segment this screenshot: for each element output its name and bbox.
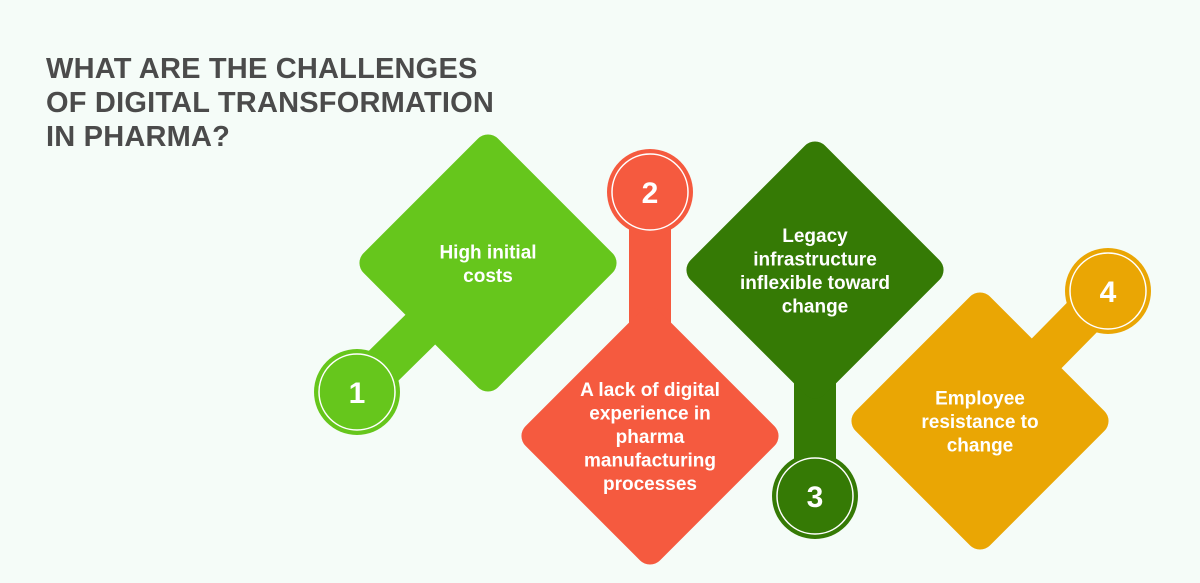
challenge-label-line: change (947, 436, 1014, 457)
challenge-label-line: costs (463, 266, 513, 287)
page-title: WHAT ARE THE CHALLENGES OF DIGITAL TRANS… (46, 52, 494, 154)
number-badge (607, 149, 693, 235)
title-line: OF DIGITAL TRANSFORMATION (46, 87, 495, 119)
challenge-label-line: inflexible toward (740, 273, 890, 294)
step-number: 1 (349, 377, 366, 410)
step-number: 2 (642, 177, 659, 210)
title-line: IN PHARMA? (46, 121, 231, 153)
number-badge (314, 349, 400, 435)
title-line: WHAT ARE THE CHALLENGES (46, 53, 478, 85)
step-number: 4 (1100, 276, 1117, 309)
badge-ring (776, 457, 854, 535)
number-badge (772, 453, 858, 539)
challenge-label-line: manufacturing (584, 451, 716, 472)
challenge-label-line: change (782, 296, 849, 317)
number-badge (1065, 248, 1151, 334)
challenge-label-line: A lack of digital (580, 380, 720, 401)
challenge-label-line: Employee (935, 389, 1025, 410)
challenge-label-line: infrastructure (753, 249, 877, 270)
challenge-label-line: pharma (616, 427, 685, 448)
diamond-shape (359, 134, 617, 392)
challenge-label-line: High initial (439, 242, 536, 263)
challenge-label-line: resistance to (921, 412, 1038, 433)
badge-ring (1069, 252, 1147, 330)
diamond-shape (521, 307, 779, 565)
diamond-shape (851, 292, 1109, 550)
challenge-label-line: experience in (589, 404, 710, 425)
badge-ring (611, 153, 689, 231)
badge-ring (318, 353, 396, 431)
challenge-label-line: processes (603, 474, 697, 495)
challenge-label-line: Legacy (782, 226, 848, 247)
step-number: 3 (807, 481, 824, 514)
challenge-item-1: 1 High initial costs (314, 134, 617, 435)
diamond-shape (686, 141, 944, 399)
